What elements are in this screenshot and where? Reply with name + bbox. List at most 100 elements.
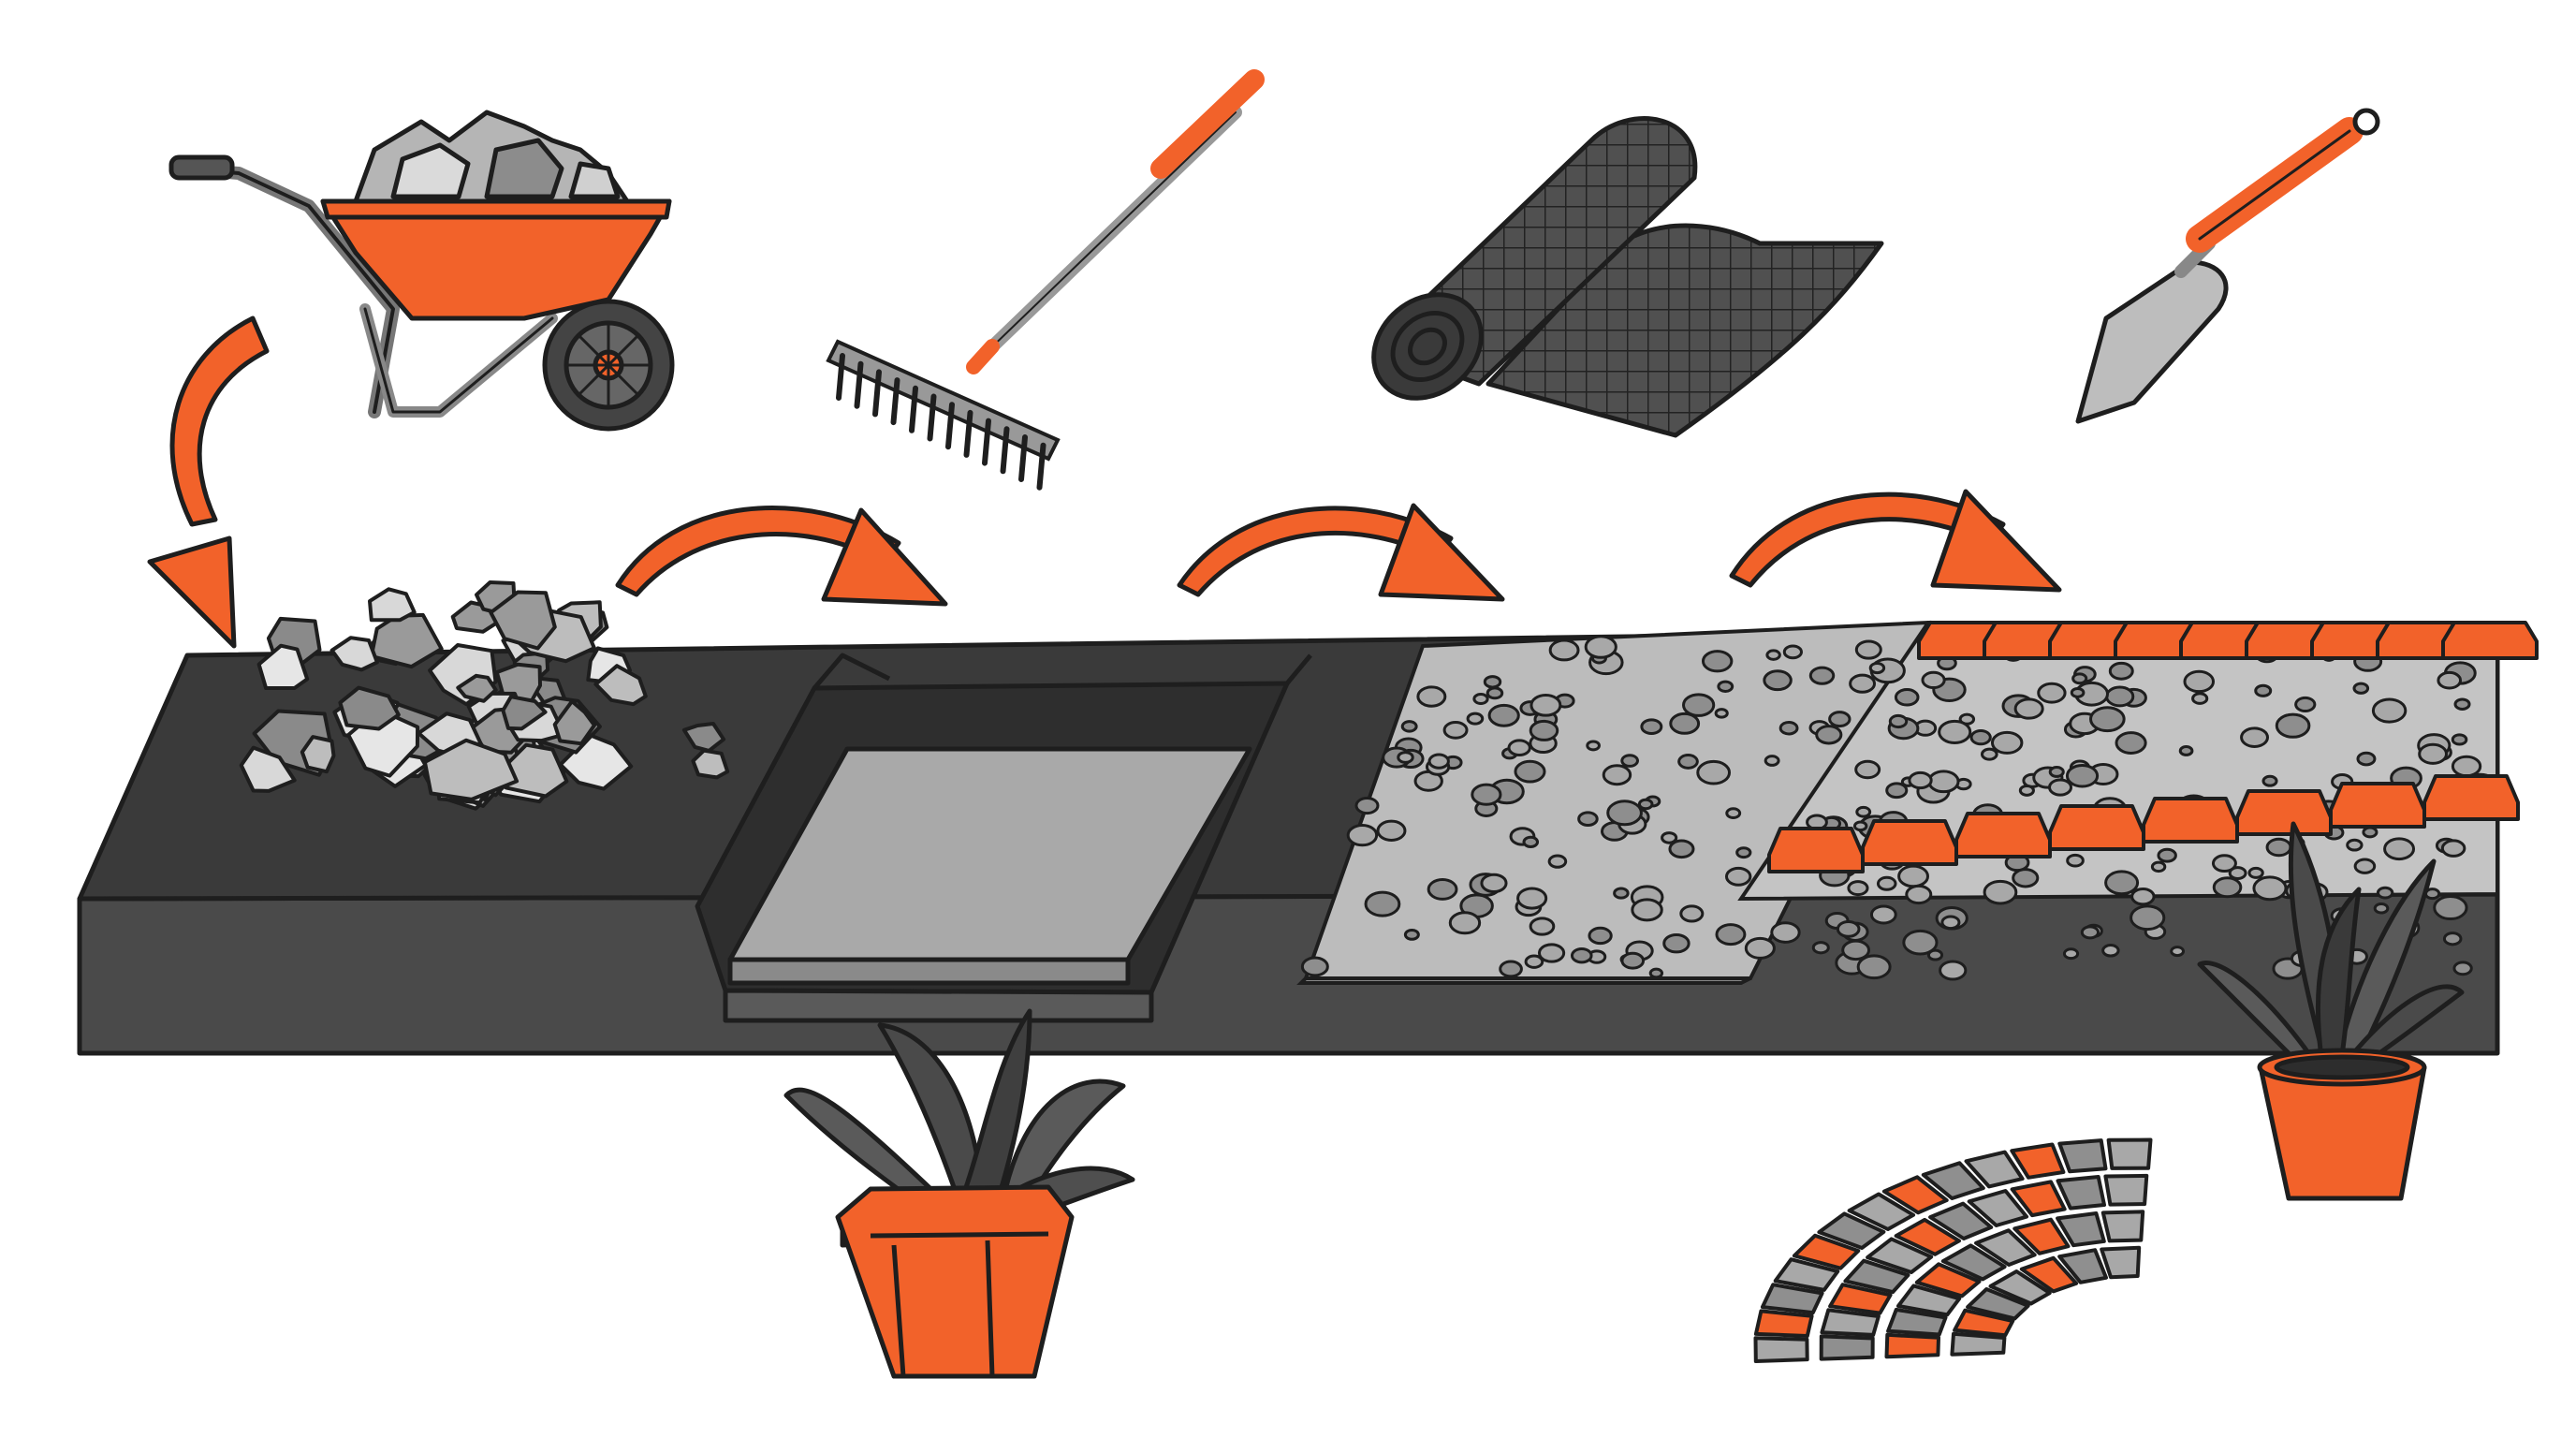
gravel-rock — [256, 643, 310, 690]
curved-paver — [2012, 1217, 2071, 1255]
gravel-pebble — [1397, 751, 1414, 764]
gravel-pebble — [2080, 925, 2100, 940]
gravel-pebble — [2104, 870, 2140, 896]
rake-tooth — [872, 369, 882, 418]
gravel-pebble — [2451, 733, 2468, 746]
curved-paver — [1866, 1237, 1934, 1274]
gravel-pebble — [2115, 731, 2147, 755]
gravel-pebble — [2294, 696, 2317, 713]
gravel-rock — [422, 738, 520, 801]
gravel-pebble — [2453, 697, 2471, 711]
gravel-pebble — [1631, 898, 1663, 922]
gravel-pebble — [1764, 755, 1780, 767]
gravel-pebble — [2228, 866, 2247, 880]
gravel-pebble — [2261, 774, 2278, 787]
gravel-pebble — [2048, 766, 2065, 778]
curved-paver — [1964, 1150, 2025, 1189]
gravel-pebble — [1980, 747, 1998, 761]
gravel-pebble — [1400, 720, 1418, 733]
gravel-pebble — [1927, 770, 1960, 794]
gravel-pebble — [1940, 915, 1961, 931]
rake-tooth — [963, 409, 973, 458]
gravel-pebble — [1376, 819, 1407, 842]
gravel-pebble — [1529, 719, 1559, 741]
curved-paver — [1940, 1243, 2007, 1282]
gravel-pebble — [2247, 866, 2264, 879]
rake-tooth — [854, 360, 864, 409]
gravel-pebble — [1346, 823, 1379, 847]
gravel-pebble — [2065, 763, 2100, 788]
curved-paver — [1988, 1269, 2052, 1306]
gravel-rock — [239, 745, 297, 793]
process-arrow — [169, 315, 270, 527]
curved-paver — [1843, 1258, 1910, 1295]
curved-paver — [2106, 1137, 2153, 1170]
gravel-pebble — [1602, 764, 1632, 786]
curved-paver — [1760, 1283, 1824, 1315]
gravel-pebble — [2418, 742, 2449, 765]
gravel-pebble — [2362, 826, 2378, 839]
curved-paver — [1819, 1334, 1875, 1361]
gravel-pebble — [2130, 887, 2156, 906]
curved-paver — [1753, 1309, 1814, 1338]
curved-paver — [1953, 1308, 2015, 1338]
landscape-fabric-roll-icon — [1371, 116, 1884, 438]
curved-paver — [1974, 1228, 2037, 1267]
gravel-pile-icon — [239, 580, 730, 811]
gravel-pebble — [1661, 831, 1678, 844]
gravel-pebble — [1483, 675, 1502, 689]
gravel-pebble — [2373, 902, 2390, 915]
gravel-pebble — [1908, 770, 1933, 790]
gravel-pebble — [2018, 784, 2035, 797]
curved-paver — [1773, 1257, 1840, 1292]
paver-block — [2422, 774, 2520, 821]
gravel-rock — [501, 695, 548, 731]
gravel-pebble — [1524, 954, 1544, 969]
gravel-pebble — [2130, 904, 2166, 932]
paver-edging-back — [1917, 621, 2539, 660]
gravel-pebble — [1486, 686, 1504, 700]
paver-block — [1954, 812, 2052, 858]
potted-plant-icon — [2197, 821, 2465, 1201]
gravel-pebble — [2070, 686, 2086, 698]
gravel-pebble — [1662, 932, 1690, 954]
paver-edging-front — [1767, 774, 2520, 873]
gravel-pebble — [2211, 854, 2237, 873]
gravel-pebble — [1668, 839, 1695, 859]
gravel-pebble — [1905, 884, 1933, 905]
curved-paver — [1967, 1189, 2029, 1227]
gravel-pebble — [1852, 820, 1868, 832]
gravel-pebble — [1679, 904, 1705, 923]
gravel-rock — [368, 587, 417, 623]
gravel-pebble — [2191, 692, 2209, 705]
gravel-rock — [552, 699, 596, 746]
gravel-pebble — [1939, 960, 1968, 981]
gravel-pebble — [1403, 928, 1420, 941]
gravel-pebble — [1620, 951, 1646, 970]
rake-icon — [826, 69, 1265, 491]
gravel-pebble — [1815, 725, 1843, 745]
gravel-pebble — [2433, 895, 2468, 921]
gravel-pebble — [1480, 873, 1508, 894]
gravel-pebble — [1529, 917, 1556, 936]
gravel-pebble — [2170, 946, 2186, 958]
rake-tooth — [890, 377, 900, 426]
gravel-pebble — [1606, 800, 1643, 827]
gravel-pebble — [2062, 947, 2080, 961]
gravel-pebble — [1538, 943, 1566, 963]
gravel-pebble — [1586, 740, 1601, 752]
gravel-pebble — [1808, 666, 1836, 685]
rake-tooth — [909, 385, 918, 433]
gravel-pebble — [2012, 868, 2040, 888]
paver-block — [1861, 819, 1958, 866]
gravel-pebble — [1427, 753, 1450, 770]
gravel-pebble — [1416, 685, 1447, 708]
gravel-pebble — [1744, 936, 1776, 960]
gravel-pebble — [1854, 759, 1881, 780]
curved-paver — [2057, 1138, 2108, 1174]
gravel-pebble — [2376, 886, 2394, 900]
curved-paver — [2019, 1255, 2079, 1294]
gravel-pebble — [2212, 876, 2243, 899]
gravel-pebble — [1570, 947, 1593, 964]
